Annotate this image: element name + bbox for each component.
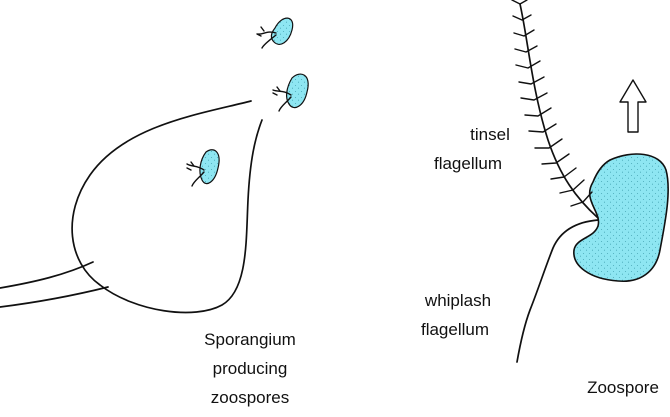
sporangium: [0, 101, 262, 312]
sporangium-label-line-3: zoospores: [211, 388, 289, 407]
tinsel-label-line-2: flagellum: [434, 154, 502, 173]
zoospore-label: Zoospore: [587, 378, 659, 397]
small-zoospore-1: [257, 18, 293, 48]
zoospore-body: [574, 154, 668, 281]
small-zoospore-2: [273, 74, 308, 111]
hypha-upper: [0, 262, 93, 288]
hypha-lower: [0, 287, 108, 307]
sporangium-outline: [72, 101, 262, 312]
tinsel-label-line-1: tinsel: [470, 125, 510, 144]
sporangium-label-line-2: producing: [213, 359, 288, 378]
whiplash-label-line-2: flagellum: [421, 320, 489, 339]
tinsel-hairs: [512, 0, 592, 206]
up-arrow-icon: [620, 80, 646, 132]
sporangium-label-line-1: Sporangium: [204, 330, 296, 349]
whiplash-label-line-1: whiplash: [424, 291, 491, 310]
tinsel-flagellum-shaft: [520, 4, 598, 218]
small-zoospore-3: [187, 150, 219, 186]
zoospore: [512, 0, 668, 362]
